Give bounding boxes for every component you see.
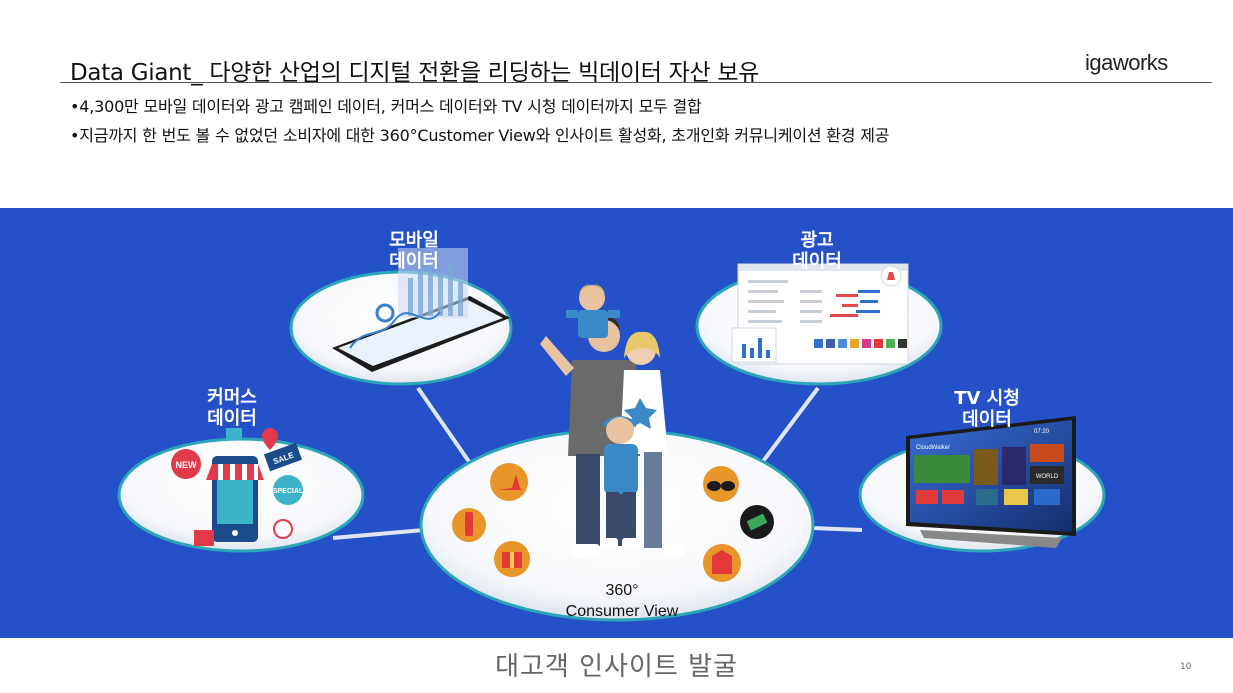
mobile-data-node (289, 248, 513, 386)
tv-data-node: CloudWalker 07:20 WORLD (858, 416, 1106, 553)
consumer-view-node (419, 284, 815, 622)
social-icon-row (814, 339, 907, 348)
diagram-canvas: NEW SALE SPECIAL CloudWalker 07:20 (117, 248, 1106, 622)
mobile-shop-icon (206, 456, 264, 542)
diagram-panel: NEW SALE SPECIAL CloudWalker 07:20 (0, 208, 1233, 638)
mail-icon (226, 428, 242, 440)
location-pin-icon (262, 428, 278, 450)
bullet-item: •지금까지 한 번도 볼 수 없었던 소비자에 대한 360°Customer … (70, 126, 890, 145)
tv-brand-label: CloudWalker (916, 445, 950, 451)
connector-lines (332, 386, 863, 540)
logo-text: igaworks (1085, 50, 1168, 75)
footer-caption: 대고객 인사이트 발굴 (495, 652, 738, 682)
phone-analytics-icon (332, 248, 510, 372)
special-tag: SPECIAL (273, 488, 304, 495)
cart-badge-icon (273, 519, 293, 539)
consumer-view-label: 360° Consumer View (565, 582, 679, 620)
tv-tile-label: WORLD (1036, 474, 1059, 480)
slide-title: Data Giant_ 다양한 산업의 디지털 전환을 리딩하는 빅데이터 자산… (70, 60, 760, 86)
page-number: 10 (1180, 662, 1192, 672)
title-divider (60, 82, 1212, 83)
smart-tv-icon: CloudWalker 07:20 WORLD (906, 416, 1076, 548)
new-tag: NEW (176, 460, 198, 470)
ads-data-label: 광고 데이터 (792, 230, 842, 272)
bullet-item: •4,300만 모바일 데이터와 광고 캠페인 데이터, 커머스 데이터와 TV… (70, 97, 702, 116)
commerce-data-label: 커머스 데이터 (207, 387, 257, 429)
mobile-data-label: 모바일 데이터 (389, 230, 439, 272)
icon-circles (452, 463, 774, 582)
family-illustration (540, 284, 684, 558)
gift-box-icon (194, 530, 214, 546)
ads-data-node (695, 263, 943, 386)
tv-time-label: 07:20 (1034, 429, 1050, 435)
tv-data-label: TV 시청 데이터 (954, 388, 1020, 430)
igaworks-logo: igaworks (1085, 50, 1168, 76)
sunglasses-icon (703, 466, 739, 502)
bullet-list: •4,300만 모바일 데이터와 광고 캠페인 데이터, 커머스 데이터와 TV… (70, 92, 889, 150)
ad-dashboard-mockup (731, 263, 909, 365)
commerce-data-node: NEW SALE SPECIAL (117, 428, 365, 553)
shoe-icon (490, 463, 528, 501)
